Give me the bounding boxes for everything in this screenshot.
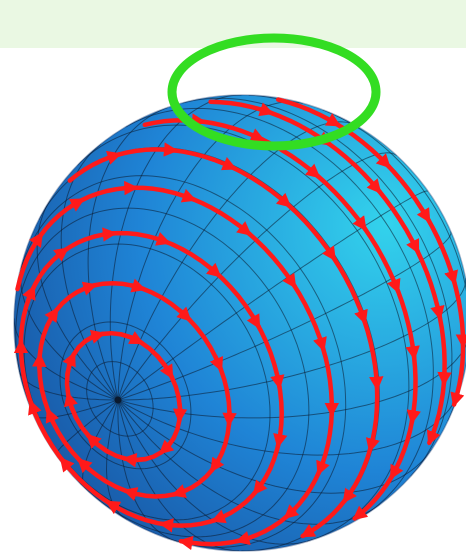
vector-arrow — [105, 230, 172, 246]
vector-arrow — [131, 185, 197, 203]
vector-arrow — [450, 275, 466, 349]
vector-arrow — [252, 317, 285, 390]
vector-arrow — [67, 150, 122, 183]
sphere-outline — [13, 94, 466, 552]
vector-arrow — [285, 202, 337, 262]
vector-arrow — [395, 287, 420, 361]
vector-arrow — [376, 188, 421, 255]
vector-arrow — [283, 468, 322, 520]
vector-arrow — [383, 160, 432, 224]
vector-field-arrows — [13, 97, 466, 551]
vector-arrow — [28, 246, 69, 296]
vector-arrow — [235, 513, 290, 546]
vector-arrow — [389, 417, 415, 480]
grid-latitude-circle — [86, 361, 154, 437]
vector-arrow — [424, 213, 459, 286]
vector-arrow — [28, 399, 69, 468]
vector-arrow — [59, 227, 118, 255]
vector-arrow — [78, 180, 139, 204]
vector-arrow — [325, 140, 382, 194]
vector-arrow — [178, 535, 243, 551]
vector-arrow — [18, 284, 36, 352]
vector-arrow — [208, 99, 275, 117]
vector-arrow — [199, 119, 266, 142]
vector-arrow — [290, 281, 327, 353]
vector-arrow — [352, 473, 395, 521]
vector-arrow — [114, 142, 179, 158]
vector-arrow — [171, 148, 238, 171]
vector-arrow — [189, 196, 252, 237]
grid-latitude-circle — [15, 207, 310, 538]
sphere — [14, 95, 466, 551]
vector-arrow — [273, 377, 288, 449]
vector-arrow — [37, 197, 86, 239]
vector-arrow — [361, 224, 401, 294]
grid-latitude-circle — [182, 97, 453, 477]
grid-meridian — [117, 399, 313, 545]
vector-arrow — [59, 456, 117, 509]
grid-meridian — [118, 277, 466, 401]
vector-arrow — [210, 485, 261, 524]
vector-arrow — [252, 436, 282, 496]
vector-arrow — [159, 238, 222, 279]
vector-arrow — [437, 313, 452, 387]
grid-meridian — [117, 152, 398, 401]
vector-arrow — [13, 338, 36, 412]
vector-arrow — [414, 247, 445, 321]
grid-meridian — [117, 330, 466, 419]
vector-arrow — [330, 254, 368, 325]
grid-meridian — [36, 199, 119, 401]
grid-meridian — [117, 399, 381, 525]
grid-latitude-circle — [15, 175, 347, 548]
pole-point — [114, 396, 122, 404]
vector-arrow — [15, 231, 44, 292]
highlight-ellipse — [167, 33, 381, 151]
vector-arrow — [426, 379, 447, 446]
vector-arrow — [450, 338, 466, 408]
vector-arrow — [342, 445, 373, 504]
vector-arrow — [361, 317, 384, 391]
vector-arrow — [314, 173, 368, 232]
vector-arrow — [275, 97, 341, 128]
vector-arrow — [211, 268, 262, 330]
vector-arrow — [320, 344, 340, 418]
vector-arrow — [300, 497, 348, 539]
vector-arrow — [105, 499, 171, 528]
vector-arrow — [245, 229, 297, 289]
vector-arrow — [230, 165, 292, 209]
vector-arrow — [406, 353, 421, 425]
vector-arrow — [213, 354, 237, 428]
vector-arrow — [316, 409, 335, 476]
vector-arrow — [158, 516, 222, 533]
grid-meridian — [117, 121, 356, 401]
vector-arrow — [365, 383, 380, 453]
vector-arrow — [154, 353, 188, 424]
